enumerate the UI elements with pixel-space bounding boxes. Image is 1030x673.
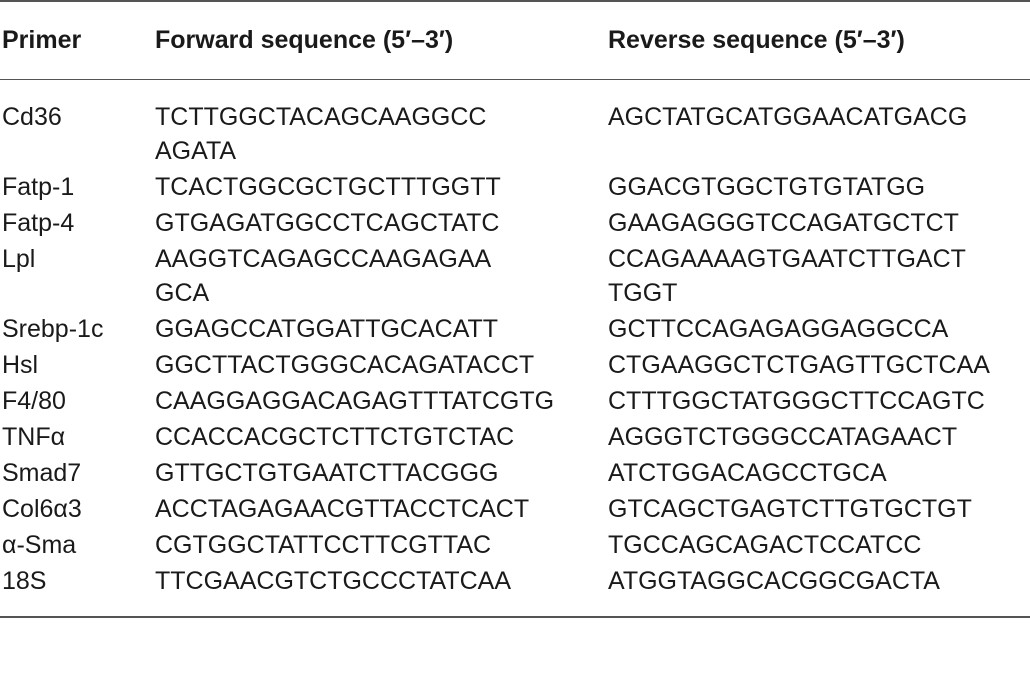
primer-name-cell: Col6α3: [2, 494, 82, 523]
forward-sequence-line: GGCTTACTGGGCACAGATACCT: [155, 350, 535, 379]
reverse-sequence-line: CCAGAAAAGTGAATCTTGACT: [608, 244, 966, 273]
reverse-sequence-line: TGGT: [608, 278, 678, 307]
forward-sequence-cell: AAGGTCAGAGCCAAGAGAA GCA: [155, 240, 608, 310]
reverse-sequence-line: AGCTATGCATGGAACATGACG: [608, 102, 968, 131]
reverse-sequence-line: CTGAAGGCTCTGAGTTGCTCAA: [608, 350, 990, 379]
reverse-sequence-line: AGGGTCTGGGCCATAGAACT: [608, 422, 958, 451]
table-header: Primer Forward sequence (5′–3′) Reverse …: [0, 0, 1030, 80]
primer-name-cell: Cd36: [2, 102, 62, 131]
reverse-sequence-cell: CTGAAGGCTCTGAGTTGCTCAA: [608, 346, 1030, 382]
reverse-sequence-line: GGACGTGGCTGTGTATGG: [608, 172, 926, 201]
forward-sequence-line: GTTGCTGTGAATCTTACGGG: [155, 458, 499, 487]
header-forward-sequence: Forward sequence (5′–3′): [155, 0, 608, 80]
reverse-sequence-cell: AGGGTCTGGGCCATAGAACT: [608, 418, 1030, 454]
reverse-sequence-line: GTCAGCTGAGTCTTGTGCTGT: [608, 494, 972, 523]
forward-sequence-cell: TCACTGGCGCTGCTTTGGTT: [155, 168, 608, 204]
forward-sequence-cell: CAAGGAGGACAGAGTTTATCGTG: [155, 382, 608, 418]
reverse-sequence-cell: TGCCAGCAGACTCCATCC: [608, 526, 1030, 562]
forward-sequence-line: CAAGGAGGACAGAGTTTATCGTG: [155, 386, 555, 415]
primer-name-cell: Hsl: [2, 350, 39, 379]
forward-sequence-cell: CCACCACGCTCTTCTGTCTAC: [155, 418, 608, 454]
forward-sequence-cell: CGTGGCTATTCCTTCGTTAC: [155, 526, 608, 562]
forward-sequence-cell: TTCGAACGTCTGCCCTATCAA: [155, 561, 608, 618]
table-row: F4/80 CAAGGAGGACAGAGTTTATCGTG CTTTGGCTATGG…: [0, 382, 1030, 418]
reverse-sequence-cell: GAAGAGGGTCCAGATGCTCT: [608, 204, 1030, 240]
forward-sequence-cell: GTGAGATGGCCTCAGCTATC: [155, 204, 608, 240]
reverse-sequence-cell: ATGGTAGGCACGGCGACTA: [608, 561, 1030, 618]
forward-sequence-line: GCA: [155, 278, 210, 307]
table-row: Hsl GGCTTACTGGGCACAGATACCT CTGAAGGCTCTGAGT…: [0, 346, 1030, 382]
reverse-sequence-line: ATCTGGACAGCCTGCA: [608, 458, 887, 487]
reverse-sequence-cell: ATCTGGACAGCCTGCA: [608, 454, 1030, 490]
reverse-sequence-line: GCTTCCAGAGAGGAGGCCA: [608, 314, 949, 343]
forward-sequence-line: GTGAGATGGCCTCAGCTATC: [155, 208, 500, 237]
primer-name-cell: Smad7: [2, 458, 82, 487]
reverse-sequence-cell: GTCAGCTGAGTCTTGTGCTGT: [608, 490, 1030, 526]
forward-sequence-line: AAGGTCAGAGCCAAGAGAA: [155, 244, 492, 273]
forward-sequence-line: GGAGCCATGGATTGCACATT: [155, 314, 499, 343]
primer-name-cell: α-Sma: [2, 530, 77, 559]
table-row: Cd36 TCTTGGCTACAGCAAGGCC AGATA AGCTATGCATGG…: [0, 79, 1030, 168]
header-reverse-sequence: Reverse sequence (5′–3′): [608, 0, 1030, 80]
table-body: Cd36 TCTTGGCTACAGCAAGGCC AGATA AGCTATGCATGG…: [0, 79, 1030, 618]
primer-table-container: Primer Forward sequence (5′–3′) Reverse …: [0, 0, 1030, 618]
table-row: Lpl AAGGTCAGAGCCAAGAGAA GCA CCAGAAAAGTGAATC…: [0, 240, 1030, 310]
forward-sequence-cell: GGCTTACTGGGCACAGATACCT: [155, 346, 608, 382]
reverse-sequence-line: CTTTGGCTATGGGCTTCCAGTC: [608, 386, 985, 415]
primer-name-cell: Fatp-4: [2, 208, 75, 237]
forward-sequence-cell: GGAGCCATGGATTGCACATT: [155, 310, 608, 346]
reverse-sequence-cell: CTTTGGCTATGGGCTTCCAGTC: [608, 382, 1030, 418]
table-row: Col6α3 ACCTAGAGAACGTTACCTCACT GTCAGCTGAGTC…: [0, 490, 1030, 526]
forward-sequence-line: ACCTAGAGAACGTTACCTCACT: [155, 494, 530, 523]
forward-sequence-cell: ACCTAGAGAACGTTACCTCACT: [155, 490, 608, 526]
forward-sequence-line: CCACCACGCTCTTCTGTCTAC: [155, 422, 515, 451]
forward-sequence-cell: GTTGCTGTGAATCTTACGGG: [155, 454, 608, 490]
primer-name-cell: TNFα: [2, 422, 66, 451]
table-row: Srebp-1c GGAGCCATGGATTGCACATT GCTTCCAGAGAG…: [0, 310, 1030, 346]
forward-sequence-line: TTCGAACGTCTGCCCTATCAA: [155, 566, 512, 595]
reverse-sequence-line: ATGGTAGGCACGGCGACTA: [608, 566, 940, 595]
primer-name-cell: Lpl: [2, 244, 36, 273]
forward-sequence-line: TCACTGGCGCTGCTTTGGTT: [155, 172, 501, 201]
reverse-sequence-cell: CCAGAAAAGTGAATCTTGACT TGGT: [608, 240, 1030, 310]
forward-sequence-line: TCTTGGCTACAGCAAGGCC: [155, 102, 487, 131]
reverse-sequence-line: GAAGAGGGTCCAGATGCTCT: [608, 208, 959, 237]
header-primer: Primer: [0, 0, 155, 80]
table-row: Fatp-1 TCACTGGCGCTGCTTTGGTT GGACGTGGCTGTGT…: [0, 168, 1030, 204]
primer-name-cell: F4/80: [2, 386, 66, 415]
primer-name-cell: 18S: [0, 561, 155, 618]
forward-sequence-cell: TCTTGGCTACAGCAAGGCC AGATA: [155, 79, 608, 168]
forward-sequence-line: AGATA: [155, 136, 237, 165]
table-row: Smad7 GTTGCTGTGAATCTTACGGG ATCTGGACAGCCTGC…: [0, 454, 1030, 490]
primer-table: Primer Forward sequence (5′–3′) Reverse …: [0, 0, 1030, 618]
reverse-sequence-line: TGCCAGCAGACTCCATCC: [608, 530, 922, 559]
primer-name-cell: Srebp-1c: [2, 314, 104, 343]
primer-name-cell: Fatp-1: [2, 172, 75, 201]
reverse-sequence-cell: GGACGTGGCTGTGTATGG: [608, 168, 1030, 204]
forward-sequence-line: CGTGGCTATTCCTTCGTTAC: [155, 530, 492, 559]
table-row: α-Sma CGTGGCTATTCCTTCGTTAC TGCCAGCAGACTCCA…: [0, 526, 1030, 562]
table-row: TNFα CCACCACGCTCTTCTGTCTAC AGGGTCTGGGCCATA…: [0, 418, 1030, 454]
reverse-sequence-cell: AGCTATGCATGGAACATGACG: [608, 79, 1030, 168]
table-row: Fatp-4 GTGAGATGGCCTCAGCTATC GAAGAGGGTCCAGA…: [0, 204, 1030, 240]
reverse-sequence-cell: GCTTCCAGAGAGGAGGCCA: [608, 310, 1030, 346]
header-row: Primer Forward sequence (5′–3′) Reverse …: [0, 0, 1030, 80]
